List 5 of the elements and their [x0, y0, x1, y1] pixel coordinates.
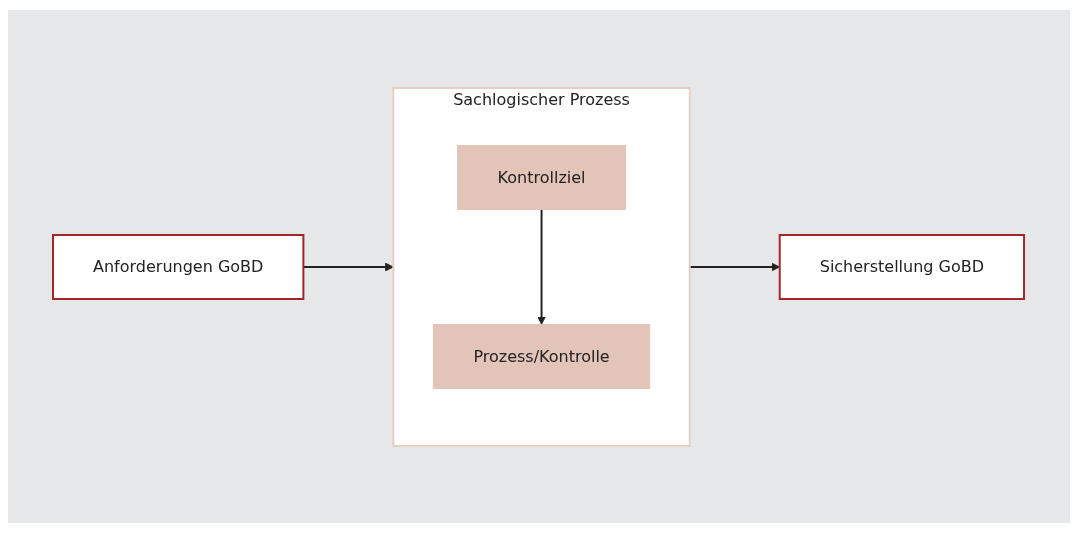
node-box: Prozess/Kontrolle	[433, 323, 651, 389]
node-box: Kontrollziel	[457, 144, 627, 210]
node-box: Anforderungen GoBD	[52, 233, 305, 300]
arrow	[537, 208, 547, 325]
node-box: Sicherstellung GoBD	[779, 233, 1026, 300]
